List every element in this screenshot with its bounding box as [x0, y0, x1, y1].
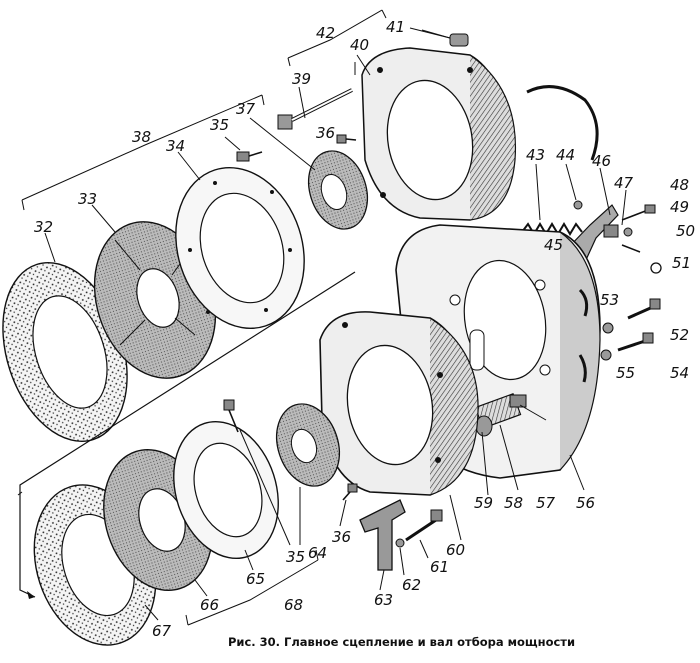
leader-lines	[44, 29, 627, 621]
bolt-61	[405, 509, 443, 542]
label-41: 41	[386, 18, 405, 36]
label-40: 40	[350, 36, 369, 54]
label-36-lower: 36	[332, 528, 351, 546]
label-49: 49	[670, 198, 689, 216]
label-68: 68	[284, 596, 303, 614]
housing-60	[319, 311, 479, 496]
label-38: 38	[132, 128, 151, 146]
label-48: 48	[670, 176, 689, 194]
fork-63	[359, 499, 406, 571]
label-62: 62	[402, 576, 421, 594]
hub-37	[307, 150, 369, 230]
label-63: 63	[374, 591, 393, 609]
label-37: 37	[236, 100, 256, 118]
label-47: 47	[614, 174, 634, 192]
label-65: 65	[246, 570, 265, 588]
bolt-36-top	[336, 134, 357, 144]
part-labels: 32 33 34 35 36 37 38 39 40 41 42 43 44 4…	[34, 18, 695, 640]
arrow-head	[27, 591, 35, 599]
retaining-ring	[526, 85, 599, 161]
nut-55	[600, 349, 612, 361]
bolt-36-lower	[342, 483, 358, 501]
bolt-54	[617, 332, 654, 352]
label-58: 58	[504, 494, 523, 512]
label-46: 46	[592, 152, 611, 170]
label-59: 59	[474, 494, 493, 512]
label-67: 67	[152, 622, 172, 640]
label-50: 50	[676, 222, 695, 240]
label-44: 44	[556, 146, 575, 164]
pin-41	[409, 27, 469, 47]
bracket-38	[21, 94, 265, 211]
label-57: 57	[536, 494, 556, 512]
label-55: 55	[616, 364, 635, 382]
pressure-disc-34	[175, 166, 305, 330]
label-66: 66	[200, 596, 219, 614]
bolt-48	[621, 204, 656, 221]
label-54: 54	[670, 364, 689, 382]
bolt-35-lower	[223, 399, 239, 433]
label-43: 43	[526, 146, 545, 164]
label-39: 39	[292, 70, 311, 88]
housing-40	[361, 47, 517, 221]
pressure-disc-65	[173, 420, 279, 560]
label-53: 53	[600, 291, 619, 309]
label-35: 35	[210, 116, 229, 134]
pin-50	[621, 244, 641, 253]
label-35-lower: 35	[286, 548, 305, 566]
label-45: 45	[544, 236, 563, 254]
label-33: 33	[78, 190, 97, 208]
label-51: 51	[672, 254, 691, 272]
label-64: 64	[308, 544, 327, 562]
label-61: 61	[430, 558, 449, 576]
label-32: 32	[34, 218, 53, 236]
washer-51	[650, 262, 662, 274]
long-bolt-39	[277, 62, 356, 130]
label-56: 56	[576, 494, 595, 512]
label-60: 60	[446, 541, 465, 559]
label-42: 42	[316, 24, 335, 42]
hub-64	[276, 403, 340, 487]
spring-43	[521, 200, 583, 236]
label-52: 52	[670, 326, 689, 344]
figure-caption: Рис. 30. Главное сцепление и вал отбора …	[228, 635, 575, 649]
washer-62	[395, 538, 405, 548]
label-36: 36	[316, 124, 335, 142]
bolt-35-top	[236, 151, 263, 162]
connector-line	[19, 271, 356, 598]
bracket-42	[287, 9, 387, 67]
label-34: 34	[166, 137, 185, 155]
nut-53	[602, 322, 614, 334]
bolt-52	[627, 298, 661, 320]
